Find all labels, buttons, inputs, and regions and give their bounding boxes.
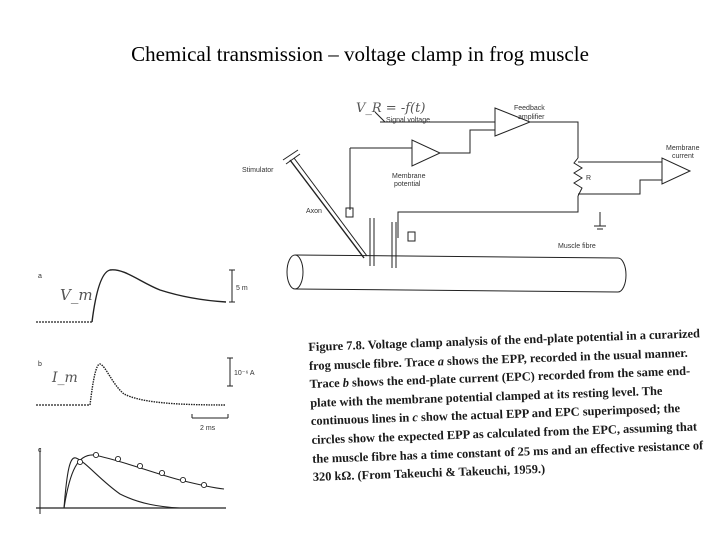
- membrane-current-label-2: current: [672, 153, 694, 160]
- muscle-fibre: [286, 254, 627, 293]
- feedback-amplifier-label-2: amplifier: [518, 114, 545, 121]
- feedback-amplifier-label: Feedback: [514, 105, 545, 112]
- feedback-output-wire: [530, 121, 579, 158]
- trace-a-handwritten: V_m: [60, 286, 93, 304]
- stimulator-electrode: [282, 149, 299, 161]
- trace-b-handwritten: I_m: [51, 370, 78, 386]
- trace-b-label: b: [38, 361, 42, 368]
- time-scale-label: 2 ms: [200, 425, 216, 432]
- current-wire-bottom: [578, 179, 662, 195]
- trace-c-label: c: [38, 447, 42, 454]
- membrane-potential-amplifier: [411, 139, 442, 167]
- membrane-potential-label-2: potential: [394, 181, 421, 188]
- resistor-label: R: [586, 175, 591, 182]
- axon: [289, 159, 365, 259]
- signal-voltage-label: Signal voltage: [386, 117, 430, 124]
- trace-c-epp-curve: [63, 454, 225, 509]
- handwritten-vr: V_R = -f(t): [356, 101, 425, 116]
- stimulator-label: Stimulator: [242, 167, 274, 174]
- membrane-potential-label: Membrane: [392, 173, 426, 180]
- figure-caption: Figure 7.8. Voltage clamp analysis of th…: [308, 324, 717, 487]
- muscle-fibre-label: Muscle fibre: [558, 243, 596, 250]
- trace-panels: [36, 269, 235, 514]
- feedback-amplifier: [494, 107, 532, 137]
- resistor: [573, 157, 583, 197]
- trace-a-curve: [91, 269, 227, 323]
- trace-a-label: a: [38, 273, 42, 280]
- trace-b-scale-label: 10⁻⁶ A: [234, 370, 255, 377]
- trace-c-calculated-points: [76, 451, 208, 489]
- trace-c-epc-curve: [63, 457, 181, 509]
- axon-label: Axon: [306, 208, 322, 215]
- potential-to-feedback-wire: [440, 129, 495, 154]
- membrane-current-amplifier: [661, 157, 692, 185]
- caption-figure-number: Figure 7.8.: [308, 338, 366, 354]
- circuit-diagram: [282, 107, 692, 293]
- membrane-current-label: Membrane: [666, 145, 700, 152]
- trace-b-curve: [89, 363, 227, 406]
- clamp-wire: [397, 196, 579, 238]
- trace-a-scale-label: 5 m: [236, 285, 248, 292]
- slide-title: Chemical transmission – voltage clamp in…: [131, 42, 589, 66]
